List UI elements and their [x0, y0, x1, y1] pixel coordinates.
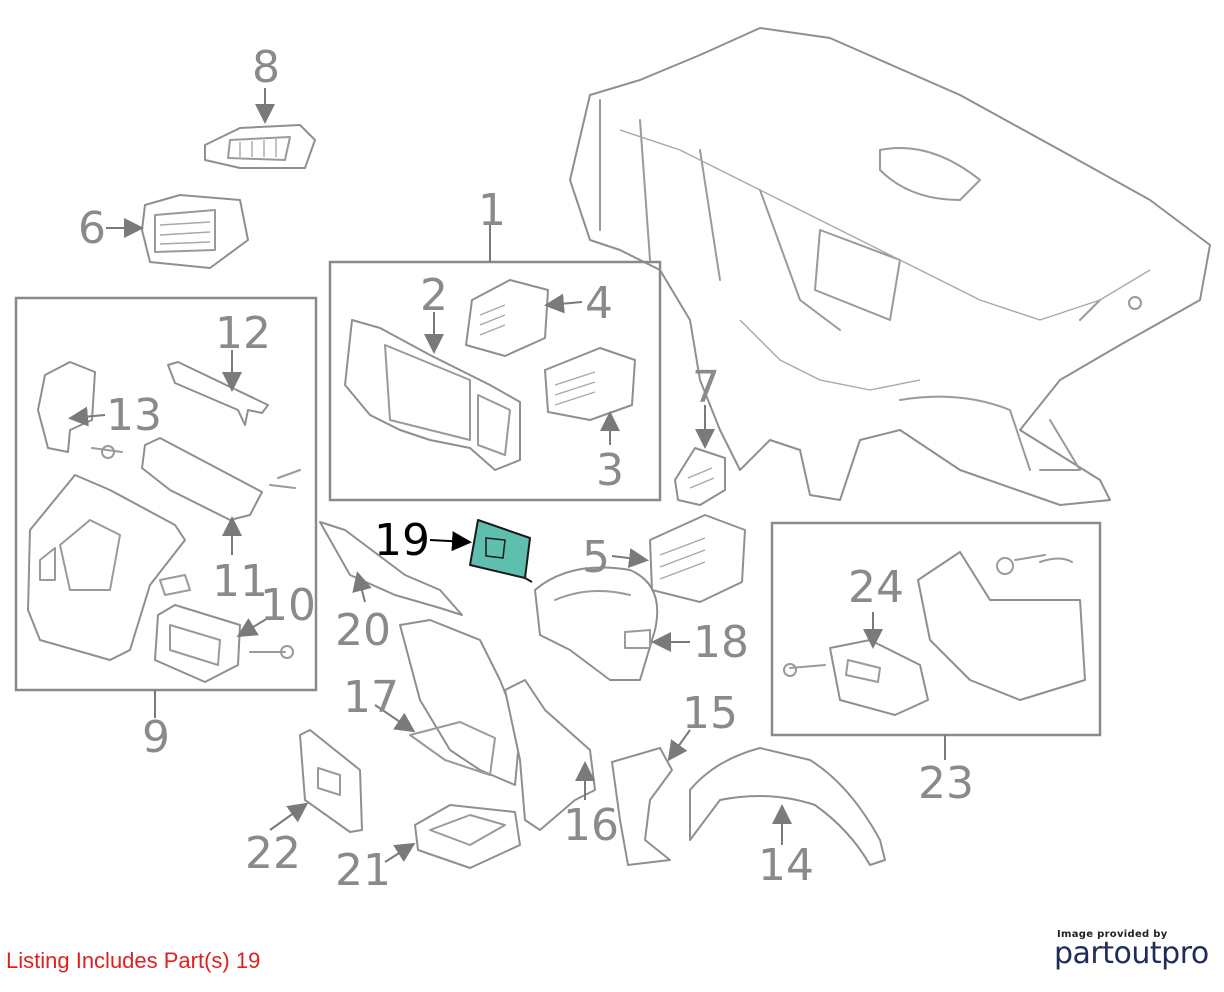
part-22 — [299, 729, 363, 833]
part-8 — [204, 124, 316, 169]
glove-box-part — [917, 551, 1086, 701]
callout-7: 7 — [692, 362, 720, 413]
callout-2: 2 — [420, 270, 448, 321]
part-12 — [167, 361, 269, 426]
callout-3: 3 — [596, 445, 624, 496]
callout-23: 23 — [918, 758, 974, 809]
part-14 — [689, 747, 886, 866]
part-2 — [344, 319, 521, 471]
part-11 — [141, 437, 301, 521]
callout-6: 6 — [78, 203, 106, 254]
group-box-23 — [770, 521, 1102, 737]
callout-17: 17 — [343, 672, 399, 723]
callout-1: 1 — [478, 185, 506, 236]
callout-18: 18 — [693, 617, 749, 668]
part-5 — [649, 514, 746, 603]
callout-14: 14 — [758, 840, 814, 891]
callout-12: 12 — [215, 308, 271, 359]
callout-24: 24 — [848, 562, 904, 613]
callout-4: 4 — [585, 278, 613, 329]
callout-22: 22 — [245, 828, 301, 879]
part-6 — [141, 194, 249, 269]
callout-15: 15 — [682, 688, 738, 739]
part-15 — [611, 747, 673, 866]
part-21 — [414, 804, 521, 869]
part-17 — [399, 619, 521, 786]
part-24 — [783, 639, 929, 716]
callout-21: 21 — [335, 845, 391, 896]
part-3 — [544, 347, 636, 421]
part-4 — [465, 279, 549, 357]
callout-5: 5 — [582, 532, 610, 583]
callout-10: 10 — [260, 580, 316, 631]
callout-13: 13 — [106, 390, 162, 441]
callout-16: 16 — [563, 800, 619, 851]
part-18 — [534, 566, 659, 681]
instrument-panel-part — [569, 27, 1211, 506]
partoutpro-logo: partoutpro — [1054, 936, 1209, 971]
callout-8: 8 — [252, 42, 280, 93]
callout-20: 20 — [335, 605, 391, 656]
callout-9: 9 — [142, 712, 170, 763]
group-box-1 — [328, 260, 662, 502]
listing-includes-text: Listing Includes Part(s) 19 — [6, 948, 261, 973]
callout-11: 11 — [212, 556, 268, 607]
group-box-9 — [14, 296, 318, 692]
callout-19: 19 — [374, 515, 430, 566]
part-9-bezel — [27, 474, 191, 661]
part-10 — [154, 604, 294, 683]
part-13 — [37, 361, 123, 459]
part-19-highlighted — [469, 519, 533, 583]
part-7 — [674, 447, 726, 506]
image-provided-by-text: Image provided by — [1057, 929, 1168, 940]
